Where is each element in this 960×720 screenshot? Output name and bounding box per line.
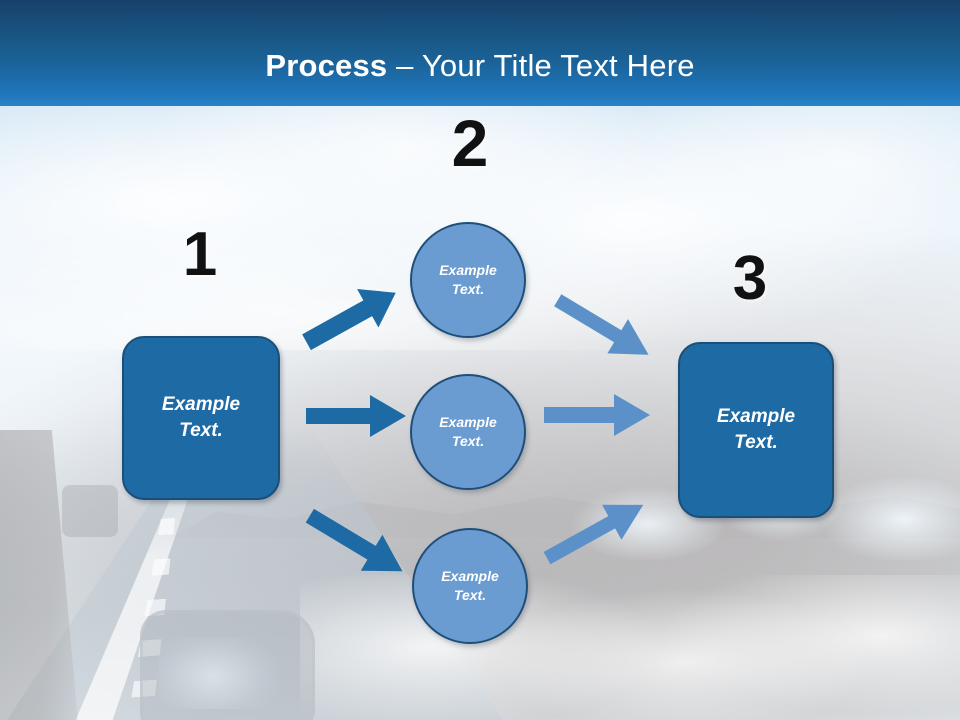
title-band xyxy=(0,0,960,106)
process-circle-bottom[interactable]: Example Text. xyxy=(412,528,528,644)
process-start-box[interactable]: Example Text. xyxy=(122,336,280,500)
process-end-box-line1: Example xyxy=(716,406,796,428)
page-title: Process – Your Title Text Here xyxy=(0,48,960,84)
arrow-down-right-light-icon xyxy=(546,288,662,368)
arrow-right-icon xyxy=(306,393,408,439)
arrow-right-light-icon xyxy=(544,392,654,438)
process-circle-bottom-label: Example Text. xyxy=(441,567,499,605)
process-end-box-label: Example Text. xyxy=(717,404,795,455)
page-title-emphasis: Process xyxy=(265,48,388,83)
process-circle-top-line2: Text. xyxy=(451,281,485,297)
step-number-1: 1 xyxy=(182,220,218,289)
page-title-rest: – Your Title Text Here xyxy=(387,48,695,83)
process-circle-bottom-line1: Example xyxy=(441,568,499,585)
step-number-2: 2 xyxy=(451,106,489,180)
process-circle-middle-label: Example Text. xyxy=(439,413,497,451)
process-start-box-line2: Text. xyxy=(179,420,223,441)
process-start-box-label: Example Text. xyxy=(162,392,240,443)
process-circle-top-line1: Example xyxy=(439,262,497,279)
arrow-up-right-light-icon xyxy=(534,490,658,572)
step-number-3: 3 xyxy=(732,244,768,313)
process-end-box[interactable]: Example Text. xyxy=(678,342,834,518)
process-circle-top-label: Example Text. xyxy=(439,261,497,299)
background-upper-mirror xyxy=(62,485,118,537)
process-end-box-line2: Text. xyxy=(734,432,778,453)
background-side-mirror xyxy=(140,610,315,720)
process-circle-middle-line1: Example xyxy=(439,414,497,431)
background-snow xyxy=(300,575,960,720)
process-start-box-line1: Example xyxy=(161,394,241,416)
arrow-down-right-icon xyxy=(296,504,418,584)
process-circle-bottom-line2: Text. xyxy=(453,587,487,603)
arrow-up-right-icon xyxy=(296,276,408,358)
process-circle-middle-line2: Text. xyxy=(451,433,485,449)
process-circle-middle[interactable]: Example Text. xyxy=(410,374,526,490)
process-circle-top[interactable]: Example Text. xyxy=(410,222,526,338)
